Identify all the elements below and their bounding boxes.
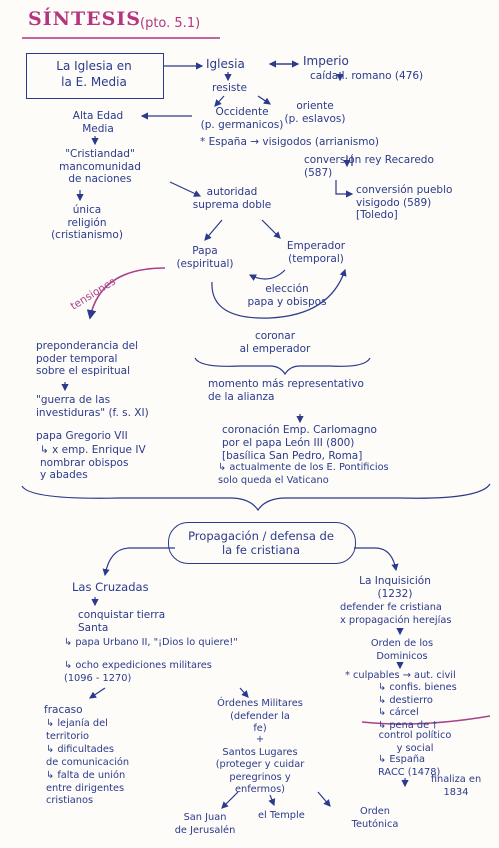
node-santos-lugares: + Santos Lugares (proteger y cuidar pere… <box>215 734 305 795</box>
node-castigos: ↳ confis. bienes ↳ destierro ↳ cárcel ↳ … <box>378 682 457 731</box>
node-autoridad: autoridad suprema doble <box>192 186 272 211</box>
node-cristiandad: "Cristiandad" mancomunidad de naciones <box>59 148 141 185</box>
node-alta-edad: Alta Edad Media <box>72 110 124 135</box>
node-preponderancia: preponderancia del poder temporal sobre … <box>36 340 138 377</box>
node-occidente: Occidente (p. germanicos) <box>200 106 284 131</box>
propagacion-box <box>168 522 356 564</box>
node-urbano: ↳ papa Urbano II, "¡Dios lo quiere!" <box>64 637 238 648</box>
node-resiste: resiste <box>212 82 247 94</box>
node-actualmente: ↳ actualmente de los E. Pontificios solo… <box>218 462 389 486</box>
topic-box <box>26 53 164 99</box>
node-imperio: Imperio <box>303 54 349 68</box>
node-ocho: ↳ ocho expediciones militares (1096 - 12… <box>64 660 212 684</box>
page-subtitle: (pto. 5.1) <box>140 16 201 31</box>
node-temple: el Temple <box>258 810 305 821</box>
node-enrique: ↳ x emp. Enrique IV nombrar obispos y ab… <box>40 444 146 481</box>
node-falta-union: ↳ falta de unión entre dirigentes cristi… <box>46 770 126 806</box>
node-coronacion: coronación Emp. Carlomagno por el papa L… <box>222 424 377 449</box>
node-cruzadas: Las Cruzadas <box>72 580 149 594</box>
node-san-juan: San Juan de Jerusalén <box>174 812 236 836</box>
node-caida: caída I. romano (476) <box>310 70 424 82</box>
node-conquistar: conquistar tierra Santa <box>78 609 166 634</box>
node-conversion-pueblo: conversión pueblo visigodo (589) [Toledo… <box>356 184 453 221</box>
node-oriente: oriente (p. eslavos) <box>284 100 346 125</box>
node-inquisicion: La Inquisición (1232) <box>359 575 431 600</box>
node-espana-racc: ↳ España RACC (1478) <box>378 754 441 778</box>
propagacion-box-label: Propagación / defensa de la fe cristiana <box>188 529 334 557</box>
node-guerra-investiduras: "guerra de las investiduras" (f. s. XI) <box>36 394 149 419</box>
node-emperador: Emperador (temporal) <box>286 240 346 265</box>
node-culpables: * culpables → aut. civil <box>345 670 456 681</box>
node-eleccion: elección papa y obispos <box>247 283 327 308</box>
node-iglesia: Iglesia <box>206 57 245 71</box>
page-title: SÍNTESIS <box>28 8 141 30</box>
node-momento: momento más representativo de la alianza <box>208 378 364 403</box>
node-teutonica: Orden Teutónica <box>351 806 399 830</box>
node-gregorio: papa Gregorio VII <box>36 430 128 442</box>
node-finaliza: finaliza en 1834 <box>430 774 482 798</box>
topic-box-label: La Iglesia en la E. Media <box>56 59 132 89</box>
node-fracaso: fracaso <box>44 704 83 716</box>
node-lejania: ↳ lejanía del territorio <box>46 718 108 742</box>
node-basilica: [basílica San Pedro, Roma] <box>222 450 363 462</box>
node-papa: Papa (espiritual) <box>176 245 234 270</box>
node-defender: defender fe cristiana x propagación here… <box>340 602 452 626</box>
node-orden-dominicos: Orden de los Dominicos <box>370 638 434 662</box>
node-coronar: coronar al emperador <box>239 330 311 355</box>
node-dificultades: ↳ dificultades de comunicación <box>46 744 130 768</box>
node-unica-religion: única religión (cristianismo) <box>51 204 123 241</box>
node-control: control político y social <box>378 730 452 754</box>
node-conversion-rey: conversión rey Recaredo (587) <box>304 154 434 179</box>
node-ordenes-militares: Órdenes Militares (defender la fe) <box>217 698 303 734</box>
node-espana: * España → visigodos (arrianismo) <box>200 136 379 148</box>
